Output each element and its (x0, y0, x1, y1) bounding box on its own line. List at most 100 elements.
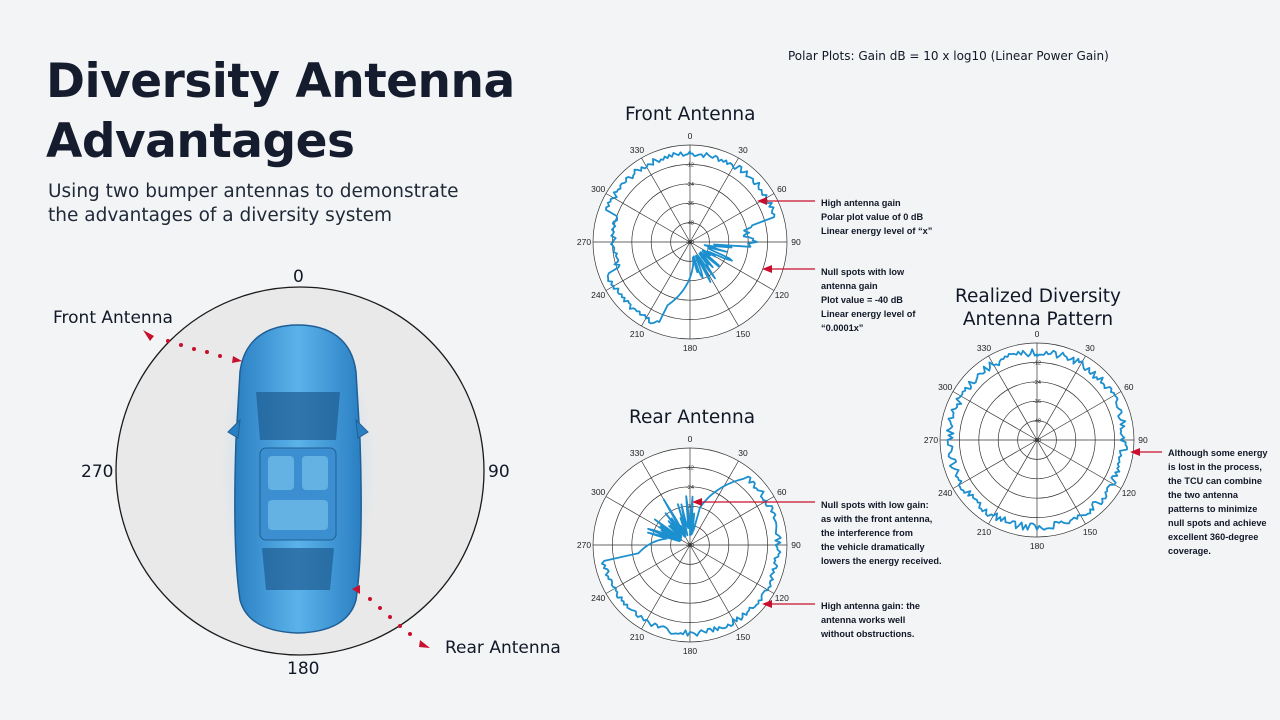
polar-angle-label: 0 (688, 131, 693, 141)
note-line: the two antenna (1168, 490, 1238, 500)
car-angle-0: 0 (293, 267, 304, 287)
diversity-note: Although some energy is lost in the proc… (1168, 446, 1268, 558)
car-top-view (220, 320, 376, 634)
page-title: Diversity Antenna Advantages (46, 52, 515, 172)
polar-ring-label: -36 (686, 504, 694, 510)
polar-ring-label: -36 (686, 201, 694, 207)
polar-angle-label: 300 (938, 382, 952, 392)
note-line: Null spots with low (821, 267, 905, 277)
rear-high-gain-note: High antenna gain: the antenna works wel… (821, 599, 920, 641)
polar-ring-label: -12 (686, 465, 694, 471)
polar-spoke (1036, 391, 1122, 441)
polar-angle-label: 120 (1122, 488, 1136, 498)
polar-angle-label: 180 (1030, 541, 1044, 551)
polar-spoke (689, 157, 739, 243)
polar-angle-label: 210 (977, 527, 991, 537)
polar-ring-label: -48 (686, 221, 694, 227)
note-line: null spots and achieve (1168, 518, 1267, 528)
page-title-line: Advantages (46, 114, 355, 169)
diversity-title-line: Antenna Pattern (962, 309, 1114, 330)
note-line: the interference from (821, 528, 913, 538)
polar-angle-label: 30 (738, 145, 748, 155)
front-high-gain-note: High antenna gain Polar plot value of 0 … (821, 196, 932, 238)
note-line: without obstructions. (821, 629, 915, 639)
polar-angle-label: 30 (738, 448, 748, 458)
polar-ring-label: -60 (686, 543, 694, 549)
polar-spoke (605, 544, 691, 594)
polar-angle-label: 90 (1138, 435, 1148, 445)
polar-spoke (1036, 439, 1086, 525)
polar-spoke (605, 193, 691, 243)
note-line: is lost in the process, (1168, 462, 1262, 472)
diversity-gain-pattern (946, 348, 1128, 531)
polar-angle-label: 60 (777, 487, 787, 497)
polar-angle-label: 180 (683, 343, 697, 353)
diversity-antenna-polar-plot: 0306090120150180210240270300330-12-24-36… (924, 329, 1148, 551)
note-line: excellent 360-degree (1168, 532, 1259, 542)
polar-spoke (1036, 439, 1122, 489)
polar-angle-label: 60 (1124, 382, 1134, 392)
note-line: the TCU can combine (1168, 476, 1262, 486)
note-line: patterns to minimize (1168, 504, 1258, 514)
polar-angle-label: 240 (591, 593, 605, 603)
note-line: as with the front antenna, (821, 514, 933, 524)
polar-angle-label: 0 (1035, 329, 1040, 339)
page-title-line: Diversity Antenna (46, 54, 515, 109)
polar-angle-label: 150 (1083, 527, 1097, 537)
polar-spoke (952, 391, 1038, 441)
note-line: Null spots with low gain: (821, 500, 929, 510)
formula-note: Polar Plots: Gain dB = 10 x log10 (Linea… (788, 49, 1109, 63)
note-line: Plot value = -40 dB (821, 295, 903, 305)
rear-null-note: Null spots with low gain: as with the fr… (821, 498, 942, 568)
car-rear-seat (268, 500, 328, 530)
polar-spoke (1036, 355, 1086, 441)
diversity-title-line: Realized Diversity (954, 286, 1122, 307)
polar-angle-label: 300 (591, 487, 605, 497)
note-line: antenna gain (821, 281, 878, 291)
polar-ring-label: -12 (686, 162, 694, 168)
polar-angle-label: 330 (630, 145, 644, 155)
polar-spoke (689, 544, 739, 630)
rear-antenna-arrow (352, 585, 430, 648)
polar-ring-label: -12 (1033, 360, 1041, 366)
car-mirror-right (355, 418, 369, 439)
rear-antenna-polar-plot: 0306090120150180210240270300330-12-24-36… (577, 434, 801, 656)
polar-spoke (641, 157, 691, 243)
note-line: lowers the energy received. (821, 556, 942, 566)
polar-spoke (988, 355, 1038, 441)
note-line: High antenna gain (821, 198, 901, 208)
polar-angle-label: 150 (736, 632, 750, 642)
polar-ring-label: -24 (686, 485, 694, 491)
polar-spoke (605, 241, 691, 291)
polar-angle-label: 210 (630, 632, 644, 642)
page-subtitle: Using two bumper antennas to demonstrate… (48, 180, 458, 228)
front-null-arrow (762, 265, 815, 273)
polar-angle-label: 90 (791, 237, 801, 247)
polar-angle-label: 150 (736, 329, 750, 339)
car-angle-270: 270 (81, 462, 114, 482)
polar-ring-label: -24 (686, 182, 694, 188)
front-plot-title: Front Antenna (625, 104, 756, 125)
rear-plot-title: Rear Antenna (629, 407, 756, 428)
polar-ring-label: -60 (686, 240, 694, 246)
front-antenna-polar-plot: 0306090120150180210240270300330-12-24-36… (577, 131, 801, 353)
note-line: Linear energy level of (821, 309, 916, 319)
polar-angle-label: 240 (938, 488, 952, 498)
note-line: antenna works well (821, 615, 906, 625)
front-antenna-arrow (143, 330, 242, 363)
polar-spoke (689, 544, 775, 594)
polar-angle-label: 270 (924, 435, 938, 445)
polar-spoke (641, 544, 691, 630)
car-mirror-left (227, 418, 241, 439)
polar-spoke (689, 496, 775, 546)
polar-spoke (689, 460, 739, 546)
polar-angle-label: 300 (591, 184, 605, 194)
car-windshield (256, 392, 340, 440)
note-line: “0.0001x” (821, 323, 864, 333)
polar-spoke (988, 439, 1038, 525)
rear-high-gain-arrow (762, 600, 815, 608)
car-seat (268, 456, 294, 490)
front-high-gain-arrow (757, 197, 815, 205)
rear-antenna-label: Rear Antenna (445, 638, 561, 658)
front-null-note: Null spots with low antenna gain Plot va… (821, 265, 915, 335)
